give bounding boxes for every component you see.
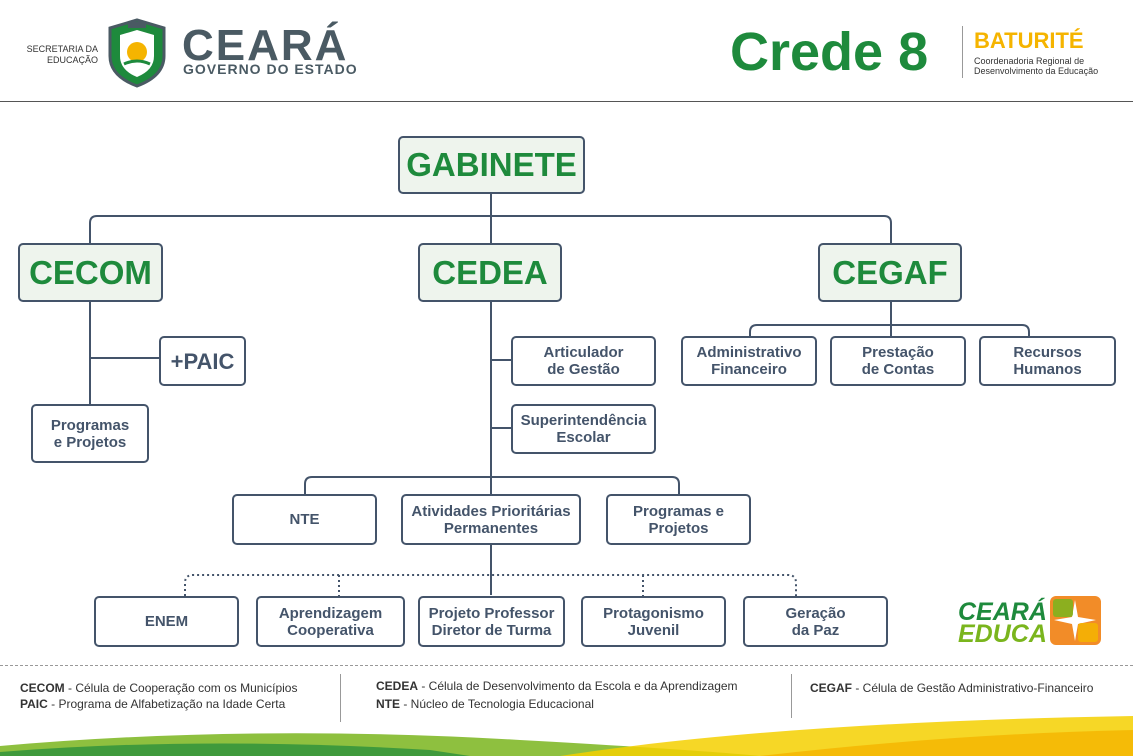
legend-nte-abbr: NTE (376, 697, 400, 711)
legend-cecom-desc: - Célula de Cooperação com os Municípios (64, 681, 298, 695)
coord-line1: Coordenadoria Regional de (974, 56, 1085, 66)
superintendencia-label: Superintendência Escolar (520, 412, 647, 446)
secretaria-line2: EDUCAÇÃO (46, 55, 98, 65)
legend-cegaf: CEGAF - Célula de Gestão Administrativo-… (810, 680, 1093, 696)
legend-cecom-abbr: CECOM (20, 681, 65, 695)
projeto-professor-box: Projeto Professor Diretor de Turma (418, 596, 565, 647)
legend-cedea-abbr: CEDEA (376, 679, 419, 693)
legend-divider-2 (791, 674, 792, 718)
superintendencia-box: Superintendência Escolar (511, 404, 656, 454)
coord-line2: Desenvolvimento da Educação (974, 66, 1099, 76)
administrativo-box: Administrativo Financeiro (681, 336, 817, 386)
cecom-programas-label: Programas e Projetos (50, 416, 130, 451)
legend-paic-abbr: PAIC (20, 697, 48, 711)
ceara-educa-line1: CEARÁ (958, 598, 1047, 626)
articulador-label: Articulador de Gestão (543, 344, 624, 378)
aprendizagem-box: Aprendizagem Cooperativa (256, 596, 405, 647)
legend-nte-desc: - Núcleo de Tecnologia Educacional (400, 697, 594, 711)
legend-paic: PAIC - Programa de Alfabetização na Idad… (20, 696, 285, 712)
cegaf-label: CEGAF (832, 253, 948, 291)
header-divider (962, 26, 963, 78)
secretaria-line1: SECRETARIA DA (26, 44, 98, 54)
header-rule (0, 101, 1133, 102)
legend-cegaf-desc: - Célula de Gestão Administrativo-Financ… (852, 681, 1094, 695)
enem-box: ENEM (94, 596, 239, 647)
paic-label: +PAIC (170, 348, 235, 374)
ceara-educa-line2: EDUCA (958, 620, 1047, 648)
legend-cedea: CEDEA - Célula de Desenvolvimento da Esc… (376, 678, 738, 694)
recursos-box: Recursos Humanos (979, 336, 1116, 386)
legend-divider-1 (340, 674, 341, 722)
secretaria-label: SECRETARIA DA EDUCAÇÃO (14, 44, 98, 66)
geracao-box: Geração da Paz (743, 596, 888, 647)
enem-label: ENEM (144, 613, 189, 630)
crede-title: Crede 8 (730, 22, 929, 82)
paic-box: +PAIC (159, 336, 246, 386)
administrativo-label: Administrativo Financeiro (696, 344, 802, 378)
cedea-box: CEDEA (418, 243, 562, 302)
legend-cegaf-abbr: CEGAF (810, 681, 852, 695)
articulador-box: Articulador de Gestão (511, 336, 656, 386)
prestacao-box: Prestação de Contas (830, 336, 966, 386)
cecom-programas-box: Programas e Projetos (31, 404, 149, 463)
legend-nte: NTE - Núcleo de Tecnologia Educacional (376, 696, 594, 712)
legend-paic-desc: - Programa de Alfabetização na Idade Cer… (47, 697, 286, 711)
nte-label: NTE (289, 511, 320, 528)
protagonismo-box: Protagonismo Juvenil (581, 596, 726, 647)
region-name: BATURITÉ (974, 28, 1084, 53)
atividades-label: Atividades Prioritárias Permanentes (411, 502, 571, 537)
protagonismo-label: Protagonismo Juvenil (603, 604, 704, 639)
cedea-label: CEDEA (432, 253, 548, 291)
ceara-coat-of-arms-icon (108, 18, 166, 88)
recursos-label: Recursos Humanos (1013, 344, 1082, 378)
nte-box: NTE (232, 494, 377, 545)
bottom-wave-decoration (0, 716, 1133, 756)
cecom-box: CECOM (18, 243, 163, 302)
governo-do-estado: GOVERNO DO ESTADO (183, 61, 358, 77)
cegaf-box: CEGAF (818, 243, 962, 302)
footer-rule (0, 665, 1133, 666)
cecom-label: CECOM (29, 253, 152, 291)
atividades-box: Atividades Prioritárias Permanentes (401, 494, 581, 545)
aprendizagem-label: Aprendizagem Cooperativa (278, 604, 383, 639)
projeto-professor-label: Projeto Professor Diretor de Turma (428, 604, 555, 639)
ceara-wordmark: CEARÁ (182, 21, 349, 70)
geracao-label: Geração da Paz (785, 604, 846, 639)
prestacao-label: Prestação de Contas (861, 344, 935, 378)
legend-cecom: CECOM - Célula de Cooperação com os Muni… (20, 680, 297, 696)
coordenadoria-label: Coordenadoria Regional de Desenvolviment… (974, 56, 1098, 76)
gabinete-label: GABINETE (406, 146, 577, 183)
gabinete-box: GABINETE (398, 136, 585, 194)
page-header: SECRETARIA DA EDUCAÇÃO CEARÁ GOVERNO DO … (0, 0, 1133, 102)
legend-cedea-desc: - Célula de Desenvolvimento da Escola e … (418, 679, 738, 693)
cedea-programas-box: Programas e Projetos (606, 494, 751, 545)
cedea-programas-label: Programas e Projetos (633, 502, 724, 537)
ceara-educa-star-icon (1050, 596, 1101, 645)
